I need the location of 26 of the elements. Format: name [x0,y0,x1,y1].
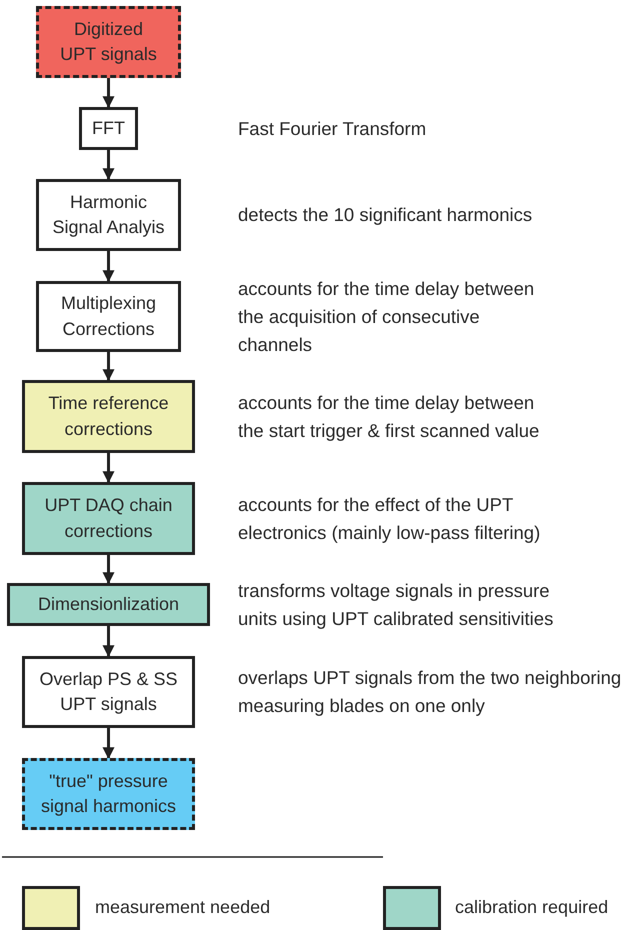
arrow [102,78,114,108]
description-text: detects the 10 significant harmonics [238,203,534,227]
arrow [102,555,114,584]
description-text: overlaps UPT signals from the two neighboring measuring blades on one only [238,666,622,718]
arrow [102,352,114,382]
process-box: Overlap PS & SS UPT signals [22,656,195,728]
process-box: Harmonic Signal Analyis [36,179,181,251]
process-box: UPT DAQ chain corrections [22,482,195,555]
arrow [102,626,114,658]
description-text: transforms voltage signals in pressure units using UPT calibrated sensitivities [238,578,554,631]
process-box: FFT [79,107,138,150]
process-box: "true" pressure signal harmonics [22,758,195,830]
arrow [102,453,114,484]
description-text: accounts for the time delay between the start trigger & first scanned value [238,390,540,443]
legend-label: calibration required [455,897,608,918]
arrow [102,251,114,282]
process-box: Dimensionlization [7,583,210,626]
description-text: Fast Fourier Transform [238,117,428,141]
process-box: Multiplexing Corrections [36,281,181,352]
process-box: Time reference corrections [22,380,195,453]
arrow [102,150,114,180]
process-box: Digitized UPT signals [36,6,181,78]
description-text: accounts for the time delay between the acquisition of consecutive channels [238,276,536,356]
arrow [102,728,114,760]
description-text: accounts for the effect of the UPT electronics (mainly low-pass filtering) [238,492,542,545]
legend-label: measurement needed [95,897,270,918]
